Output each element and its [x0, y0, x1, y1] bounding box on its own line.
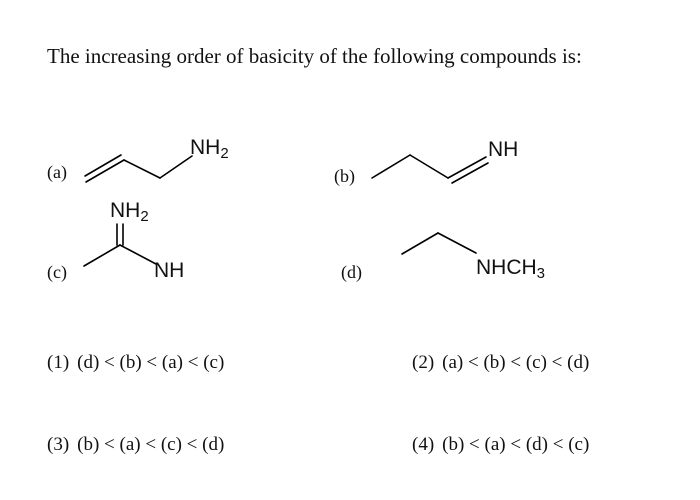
compound-a-label: (a): [47, 162, 67, 182]
compound-c-nh2: NH2: [110, 199, 149, 224]
option-1-text: (d) < (b) < (a) < (c): [77, 352, 225, 373]
compound-b-group-main: NH: [488, 138, 519, 161]
option-4[interactable]: (4) (b) < (a) < (d) < (c): [412, 434, 589, 456]
compound-b-nh: NH: [488, 139, 518, 160]
option-4-text: (b) < (a) < (d) < (c): [442, 434, 590, 455]
compound-c-top-sub: 2: [140, 208, 149, 225]
question-text: The increasing order of basicity of the …: [47, 44, 582, 68]
compound-d-group-sub: 3: [536, 265, 546, 282]
option-3[interactable]: (3) (b) < (a) < (c) < (d): [47, 434, 224, 456]
compound-d-group-main: NHCH: [476, 256, 537, 279]
compound-c-nh: NH: [154, 259, 185, 282]
compound-a-group-sub: 2: [220, 145, 229, 162]
compound-b-label: (b): [334, 166, 355, 186]
option-3-number: (3): [47, 434, 70, 455]
option-1-number: (1): [47, 352, 70, 373]
option-1[interactable]: (1) (d) < (b) < (a) < (c): [47, 352, 224, 374]
compound-b-bonds: [371, 154, 489, 184]
option-2[interactable]: (2) (a) < (b) < (c) < (d): [412, 352, 589, 374]
compound-a-group-main: NH: [190, 136, 221, 159]
compound-a-nh2: NH2: [190, 136, 229, 161]
option-3-text: (b) < (a) < (c) < (d): [77, 434, 225, 455]
option-2-text: (a) < (b) < (c) < (d): [442, 352, 590, 373]
compound-d-label: (d): [341, 262, 362, 282]
compound-d-bonds: [401, 232, 477, 255]
option-4-number: (4): [412, 434, 435, 455]
compound-c-top-main: NH: [110, 199, 141, 222]
compound-d-nhch3: NHCH3: [476, 256, 545, 281]
compound-a-bonds: [84, 154, 193, 183]
option-2-number: (2): [412, 352, 435, 373]
compound-c-label: (c): [47, 262, 67, 282]
compound-c-bonds: [83, 223, 157, 267]
